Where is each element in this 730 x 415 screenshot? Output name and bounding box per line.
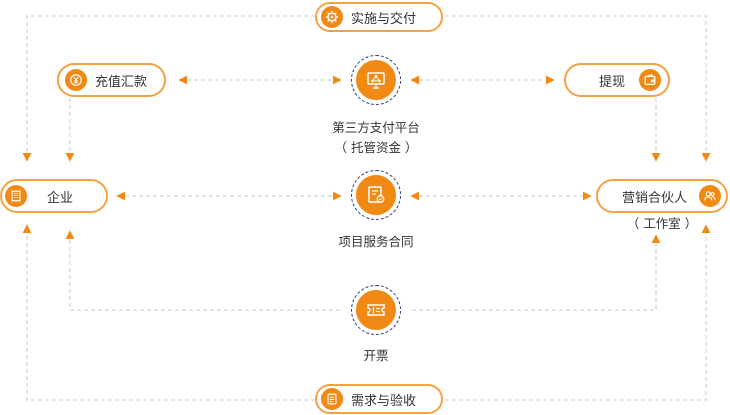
connector-invoice-to-partner [412, 234, 661, 311]
connector-demand-to-enterprise [22, 224, 315, 401]
service-contract-hub [351, 170, 401, 220]
contract-icon [368, 186, 385, 203]
invoice-hub [351, 285, 401, 335]
partner-sublabel: （ 工作室 ） [626, 216, 698, 231]
enterprise-label: 企业 [47, 190, 74, 206]
payment-platform-label: 第三方支付平台 [332, 120, 420, 135]
enterprise-node: 企业 [0, 179, 108, 213]
connector-demand-to-partner [445, 224, 711, 401]
document-icon [321, 388, 343, 410]
connector-invoice-to-enterprise [65, 230, 340, 311]
invoice-icon [367, 304, 385, 316]
yen-coin-icon [65, 69, 87, 91]
partner-label: 营销合伙人 [622, 190, 688, 206]
demand-label: 需求与验收 [351, 393, 417, 409]
invoice-label: 开票 [363, 348, 389, 363]
recharge-node: 充值汇款 [57, 63, 166, 97]
service-contract-label: 项目服务合同 [338, 234, 414, 249]
implementation-node: 实施与交付 [315, 2, 443, 32]
payment-platform-hub [351, 55, 401, 105]
payment-platform-sublabel: （ 托管资金 ） [334, 140, 418, 155]
users-icon [699, 185, 721, 207]
gear-icon [321, 6, 343, 28]
network-monitor-icon [367, 72, 385, 89]
implementation-label: 实施与交付 [351, 11, 417, 27]
demand-node: 需求与验收 [315, 384, 443, 414]
withdraw-node: 提现 [564, 63, 670, 97]
connector-implementation-to-partner [445, 15, 711, 162]
withdraw-label: 提现 [599, 74, 626, 90]
building-icon [5, 185, 27, 207]
wallet-icon [639, 69, 661, 91]
connector-implementation-to-enterprise [22, 15, 315, 162]
partner-node: 营销合伙人 [596, 179, 728, 213]
recharge-label: 充值汇款 [95, 74, 148, 90]
